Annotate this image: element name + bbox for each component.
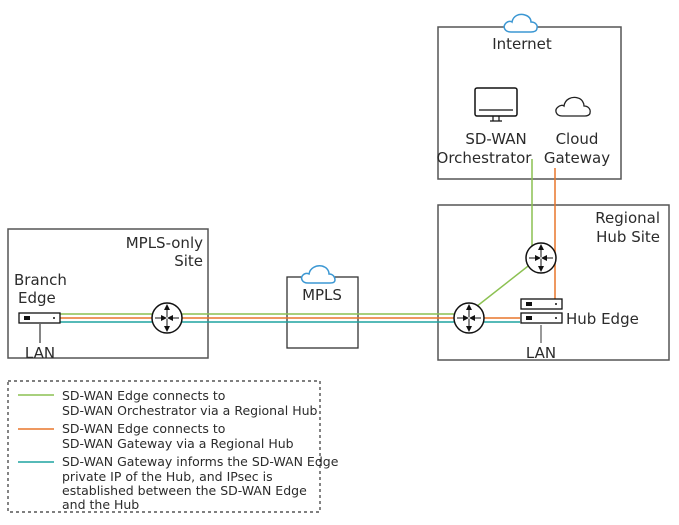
legend-item-orange-1: SD-WAN Edge connects to: [62, 421, 225, 436]
branch-router-icon: [151, 302, 183, 334]
connection-lines: [39, 159, 556, 343]
mpls-site-label-1: MPLS-only: [126, 234, 203, 252]
hub-edge-device-icon: [520, 298, 563, 324]
mpls-label: MPLS: [302, 286, 342, 304]
gateway-label-1: Cloud: [556, 130, 599, 148]
legend-item-teal-4: and the Hub: [62, 497, 139, 512]
legend-item-teal-1: SD-WAN Gateway informs the SD-WAN Edge: [62, 454, 339, 469]
mpls-cloud-icon: [300, 265, 336, 284]
legend-item-teal-2: private IP of the Hub, and IPsec is: [62, 469, 273, 484]
branch-lan-label: LAN: [25, 344, 55, 362]
regional-hub-label-2: Hub Site: [596, 228, 660, 246]
branch-edge-device-icon: [18, 312, 61, 324]
legend: SD-WAN Edge connects to SD-WAN Orchestra…: [18, 388, 339, 512]
mpls-site-label-2: Site: [174, 252, 203, 270]
orchestrator-label-1: SD-WAN: [465, 130, 526, 148]
hub-router-icon: [453, 302, 485, 334]
hub-edge-label: Hub Edge: [566, 310, 639, 328]
legend-box: [7, 380, 321, 513]
regional-hub-box: [437, 204, 670, 361]
cloud-gateway-icon: [555, 96, 591, 117]
hub-lan-label: LAN: [526, 344, 556, 362]
orchestrator-label-2: Orchestrator: [437, 149, 533, 167]
internet-label: Internet: [492, 35, 552, 53]
internet-router-icon: [525, 242, 557, 274]
branch-edge-label-2: Edge: [18, 289, 56, 307]
monitor-icon: [474, 87, 518, 122]
gateway-label-2: Gateway: [544, 149, 610, 167]
legend-item-orange-2: SD-WAN Gateway via a Regional Hub: [62, 436, 294, 451]
regional-hub-label-1: Regional: [595, 209, 660, 227]
branch-edge-label-1: Branch: [14, 271, 67, 289]
legend-item-green-2: SD-WAN Orchestrator via a Regional Hub: [62, 403, 318, 418]
internet-cloud-icon: [503, 13, 538, 33]
green-path-hub: [466, 159, 533, 315]
legend-item-teal-3: established between the SD-WAN Edge: [62, 483, 307, 498]
legend-item-green-1: SD-WAN Edge connects to: [62, 388, 225, 403]
mpls-site-box: [7, 228, 209, 359]
